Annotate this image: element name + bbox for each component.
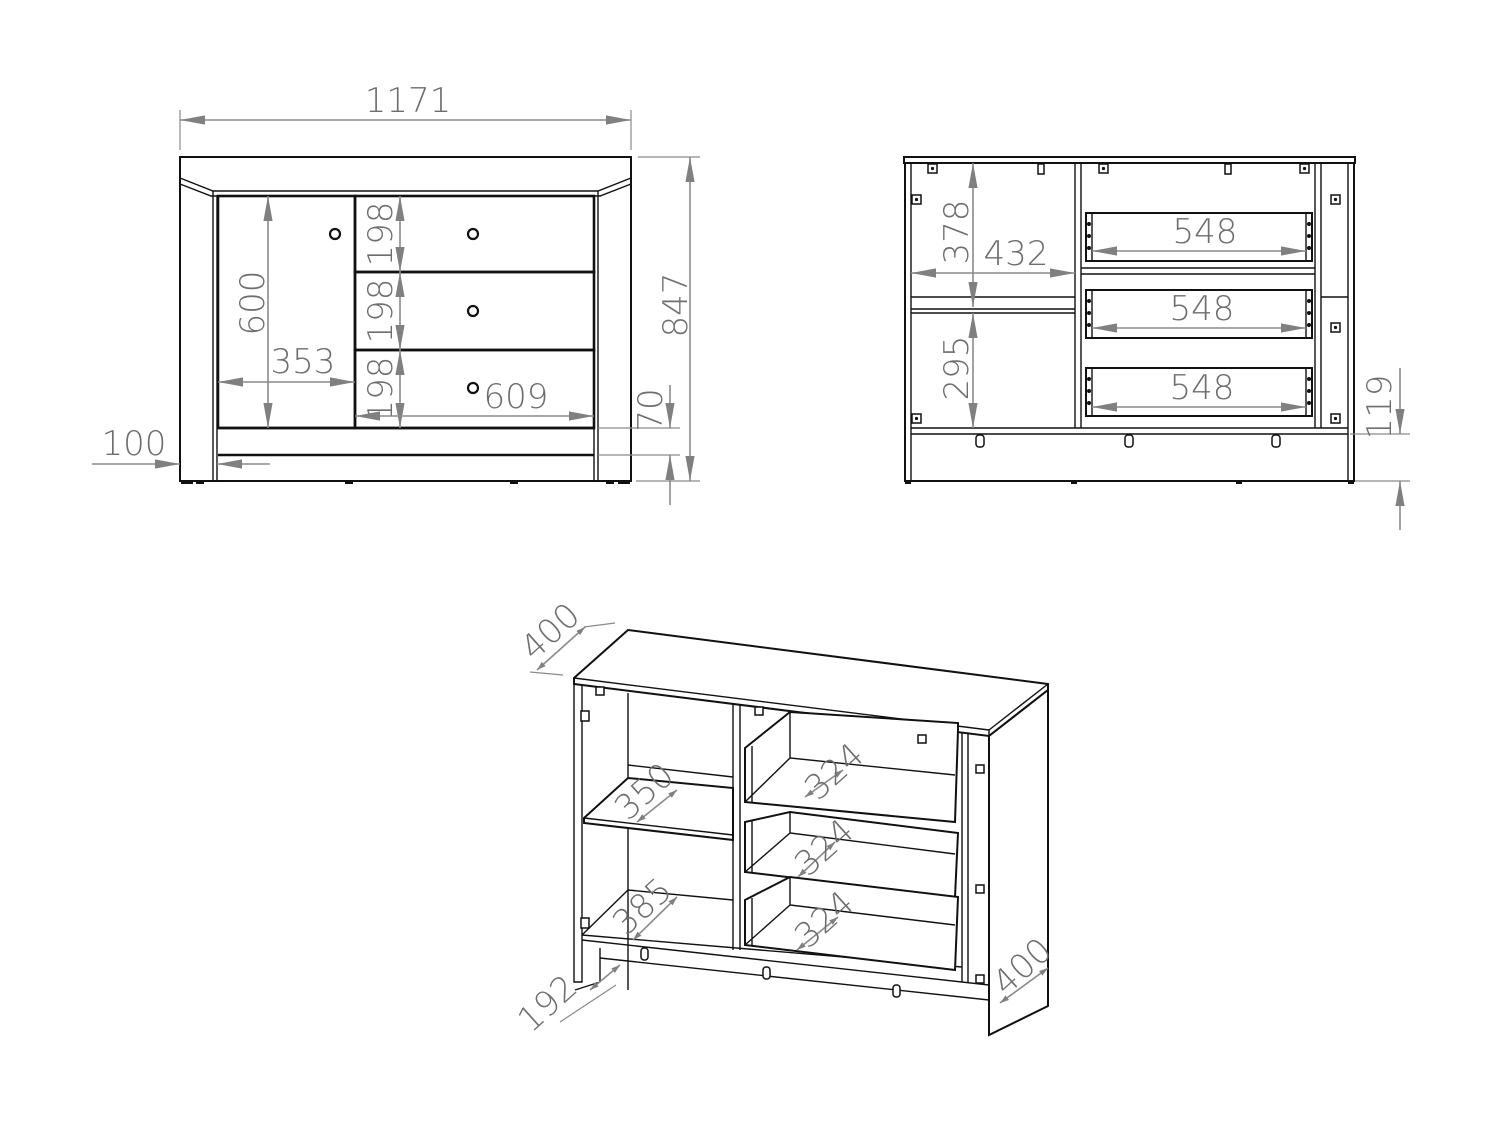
drawer-knob-icon xyxy=(466,381,480,395)
dim-overall-width: 1171 xyxy=(365,81,452,121)
dim-door-height: 600 xyxy=(233,271,273,336)
dim-floor-clearance: 119 xyxy=(1360,375,1400,440)
dim-drawer-width: 609 xyxy=(484,377,549,417)
hinge-bracket-icon xyxy=(580,686,985,984)
dim-upper-compartment-height: 378 xyxy=(937,200,977,265)
top-bevel xyxy=(179,177,632,192)
perspective-view: 400 350 385 324 324 324 400 192 xyxy=(510,595,1060,1040)
leveling-foot-icon xyxy=(975,434,1281,448)
dim-plinth-height: 70 xyxy=(631,388,671,431)
dim-compartment-width: 432 xyxy=(984,234,1049,274)
drawer-knob-icon xyxy=(466,227,480,241)
dim-overall-height: 847 xyxy=(656,273,696,338)
door-knob-icon xyxy=(328,227,342,241)
dim-side-offset: 100 xyxy=(102,424,167,464)
dim-door-width: 353 xyxy=(271,342,336,382)
open-front-view: 378 432 295 548 548 548 119 xyxy=(903,156,1410,530)
dim-bottom-depth: 385 xyxy=(605,870,680,943)
drawer-knob-icon xyxy=(466,304,480,318)
right-side-panel xyxy=(988,687,1049,1037)
dim-lower-compartment-height: 295 xyxy=(937,336,977,401)
dim-drawer-height-2: 198 xyxy=(361,279,401,344)
dim-top-depth: 400 xyxy=(513,595,588,668)
dim-drawer-height-3: 198 xyxy=(361,357,401,422)
dim-drawer-inner-width-2: 548 xyxy=(1170,289,1235,329)
dim-drawer-inner-width-1: 548 xyxy=(1173,212,1238,252)
leveling-foot-icon xyxy=(640,947,901,998)
front-view: 1171 847 600 353 198 198 198 609 70 100 xyxy=(92,81,700,505)
perspective-drawer-1 xyxy=(744,710,959,824)
hinge-bracket-icon xyxy=(911,163,1341,424)
dim-drawer-height-1: 198 xyxy=(361,202,401,267)
dim-drawer-inner-width-3: 548 xyxy=(1170,368,1235,408)
